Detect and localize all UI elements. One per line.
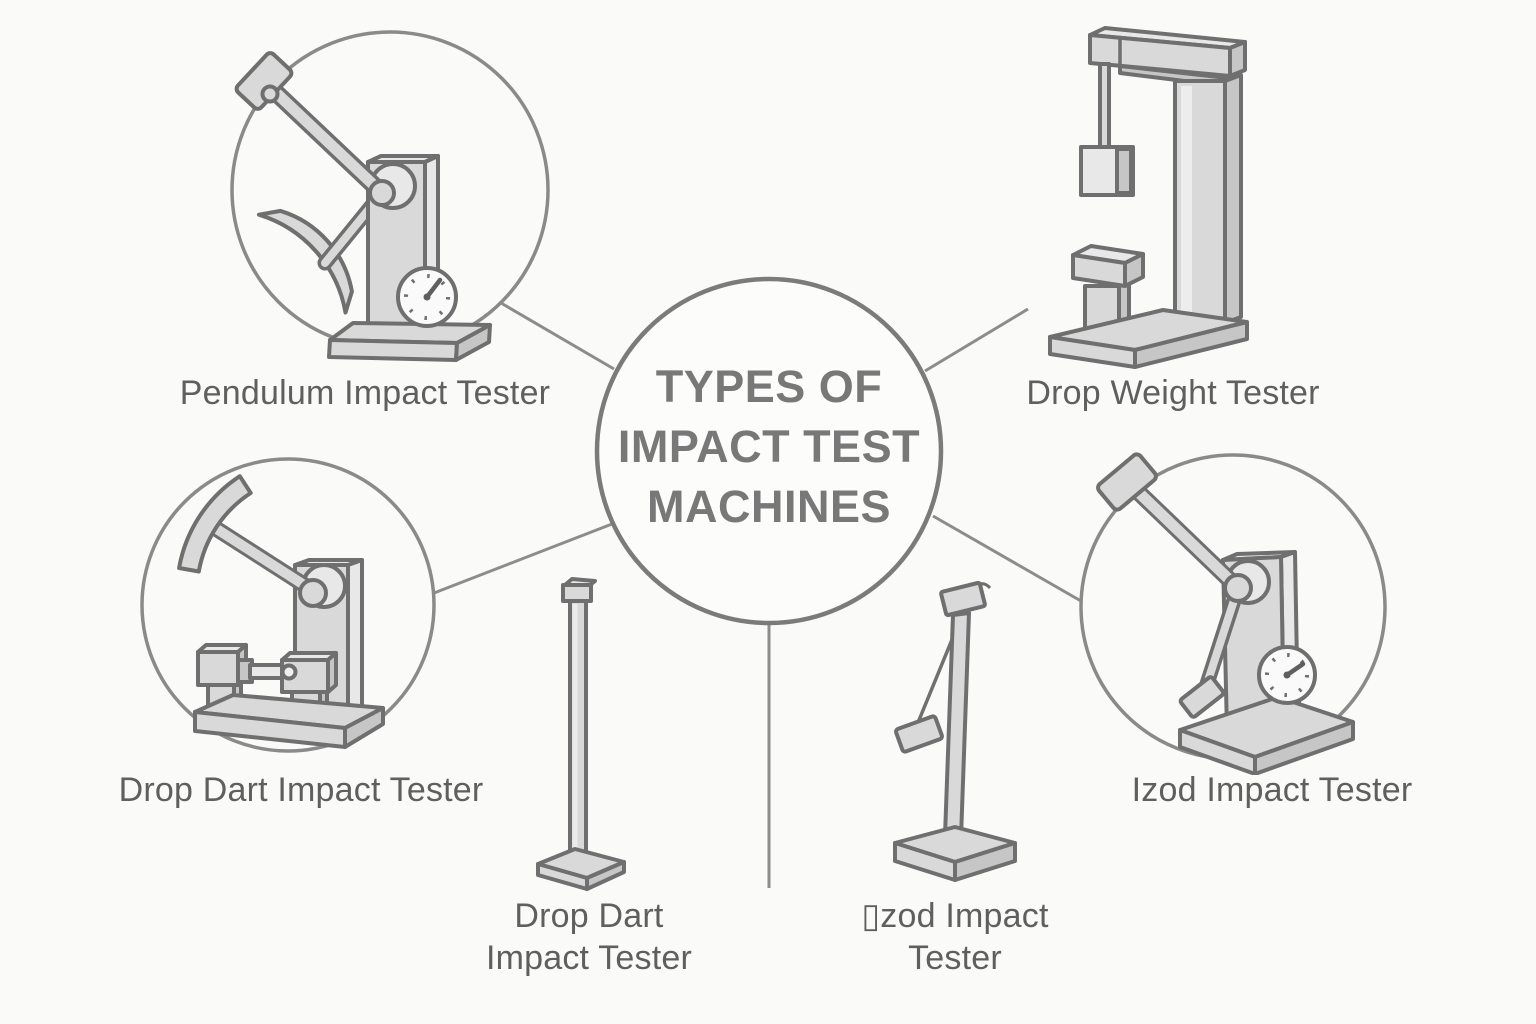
central-title-line-1: TYPES OF xyxy=(655,361,883,412)
lower-arm xyxy=(1178,580,1246,719)
dial-gauge xyxy=(1257,645,1317,705)
drop-weight-tester-icon xyxy=(1045,25,1355,380)
pole-base xyxy=(536,847,626,891)
upper-arm xyxy=(1124,478,1247,597)
izod-pendulum-icon xyxy=(862,567,1037,892)
right-clamp xyxy=(280,651,338,720)
pivot-hub xyxy=(368,179,396,207)
dial-gauge xyxy=(396,266,458,328)
pole-cap xyxy=(939,580,992,618)
hammer-plate xyxy=(894,714,944,754)
drop-dart-pole-label-line-2: Impact Tester xyxy=(485,939,693,977)
drop-dart-pole-label: Drop Dart Impact Tester xyxy=(389,895,789,979)
pendulum-tester-label: Pendulum Impact Tester xyxy=(179,374,551,412)
pendulum-arm xyxy=(204,518,323,600)
gantry-beam xyxy=(1088,26,1247,87)
drop-dart-machine-icon xyxy=(150,460,440,765)
central-title: TYPES OF IMPACT TEST MACHINES xyxy=(569,357,969,537)
pendulum-upper-arm xyxy=(261,78,391,202)
izod-pendulum-label-line-1: ▯zod Impact xyxy=(861,897,1049,935)
drop-weight-tester-label: Drop Weight Tester xyxy=(1026,374,1320,412)
connector-izod-circle xyxy=(932,514,1082,603)
pole-base xyxy=(893,825,1017,882)
hammer-head xyxy=(1096,452,1158,512)
pendulum-impact-tester-icon xyxy=(230,35,520,375)
connector-drop-dart-circle xyxy=(433,522,613,595)
machine-base xyxy=(1178,695,1355,776)
gauge-needle xyxy=(424,277,443,300)
hammer-hub xyxy=(260,84,280,104)
machine-base xyxy=(1048,308,1249,369)
pivot-hub xyxy=(298,578,328,608)
pole xyxy=(568,599,588,855)
connector-drop-weight xyxy=(924,307,1029,373)
drop-dart-circle-label: Drop Dart Impact Tester xyxy=(118,771,484,809)
pendulum-scale-arc xyxy=(256,208,354,315)
machine-base xyxy=(193,693,385,749)
central-circle xyxy=(594,276,944,626)
izod-pendulum-label-line-2: Tester xyxy=(908,939,1002,977)
izod-impact-tester-icon xyxy=(1085,450,1385,780)
central-title-line-3: MACHINES xyxy=(646,481,891,532)
specimen-hole xyxy=(280,663,298,681)
izod-pendulum-label: ▯zod Impact Tester xyxy=(755,895,1155,979)
curved-hammer-head xyxy=(177,474,253,574)
arm-foot xyxy=(1178,675,1226,719)
gantry-column xyxy=(1173,73,1243,325)
central-title-line-2: IMPACT TEST xyxy=(617,421,921,472)
pivot-hub xyxy=(1223,573,1253,603)
drop-dart-pole-icon xyxy=(527,573,637,898)
drop-rod xyxy=(1098,62,1111,150)
drop-weight-block xyxy=(1079,145,1135,197)
drop-dart-pole-label-line-1: Drop Dart xyxy=(514,897,664,935)
pole-cap xyxy=(561,577,597,603)
connector-lines xyxy=(433,301,1082,888)
izod-tester-label: Izod Impact Tester xyxy=(1131,771,1413,809)
pendulum-base xyxy=(327,321,492,362)
connector-pendulum xyxy=(500,301,615,371)
drop-dart-node-circle xyxy=(140,457,436,753)
